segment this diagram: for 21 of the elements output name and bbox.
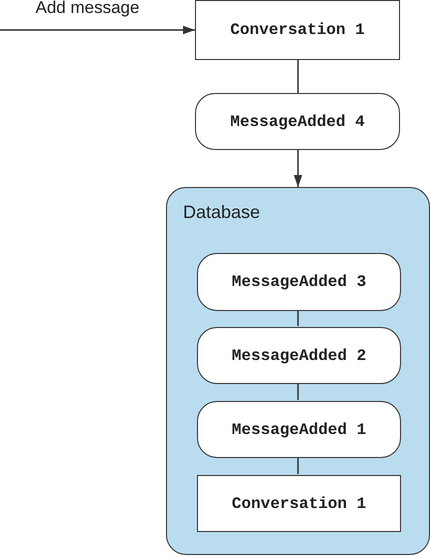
event-box: [197, 327, 401, 384]
arrow: [294, 150, 302, 187]
node-label: MessageAdded 3: [230, 272, 368, 293]
entity-box: [195, 0, 400, 60]
edge-label: Add message: [36, 0, 140, 18]
entity-box: [197, 475, 401, 532]
arrow: [0, 26, 195, 34]
node-label: MessageAdded 2: [230, 346, 368, 366]
database-container: [166, 187, 430, 555]
container-heading: Database: [183, 202, 260, 223]
connector-line: [297, 310, 299, 326]
event-box: [195, 93, 400, 150]
node-label: MessageAdded 1: [230, 420, 368, 440]
connector-line: [297, 60, 299, 93]
event-box: [197, 401, 401, 458]
node-label: MessageAdded 4: [229, 112, 366, 132]
node-label: Conversation 1: [230, 494, 368, 514]
node-label: Conversation 1: [229, 20, 366, 41]
connector-line: [297, 383, 299, 400]
event-box: [197, 253, 401, 311]
connector-line: [297, 457, 299, 474]
